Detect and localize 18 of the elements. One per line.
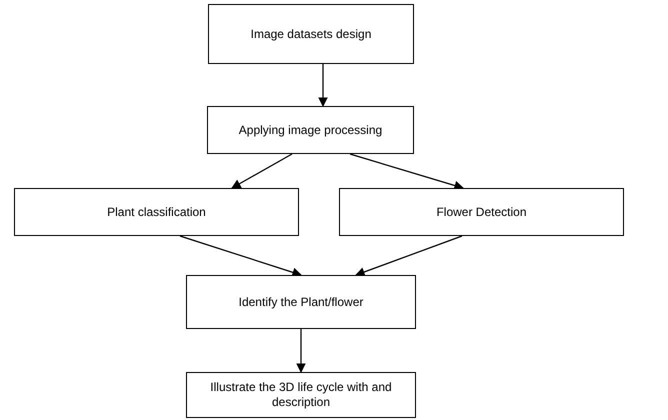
box-label: Image datasets design: [250, 26, 372, 42]
box-label: Applying image processing: [238, 122, 382, 138]
arrow: [318, 64, 328, 107]
box-label: Illustrate the 3D life cycle with and description: [209, 380, 393, 410]
arrow: [180, 235, 302, 277]
process-box: [186, 275, 416, 329]
box-label: Plant classification: [107, 204, 206, 220]
process-box: [339, 188, 624, 236]
box-label: Identify the Plant/flower: [238, 294, 364, 310]
box-label: Flower Detection: [436, 204, 527, 220]
process-box: [207, 106, 414, 154]
arrow: [355, 235, 462, 277]
process-box: [208, 4, 414, 64]
process-box: [186, 372, 416, 418]
arrow: [350, 153, 464, 190]
arrow: [231, 153, 292, 189]
arrow: [296, 329, 306, 373]
process-box: [14, 188, 299, 236]
